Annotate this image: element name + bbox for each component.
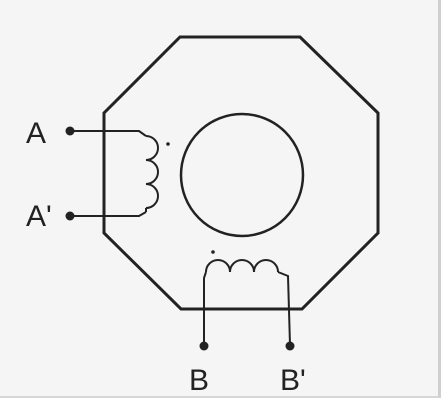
terminal-b-dot — [199, 341, 209, 351]
terminal-b-label: B — [189, 364, 209, 397]
winding-a-coil — [145, 135, 159, 209]
winding-a-lead-top — [70, 130, 147, 137]
winding-a-polarity-dot — [166, 142, 170, 146]
winding-b-coil — [205, 259, 279, 273]
winding-b-lead-right — [277, 271, 291, 346]
winding-a-lead-bottom — [70, 211, 147, 217]
terminal-b-prime-dot — [285, 341, 295, 351]
terminal-a-prime-dot — [65, 211, 75, 221]
terminal-a-prime-label: A' — [26, 200, 52, 233]
terminal-b-prime-label: B' — [280, 364, 306, 397]
stator-octagon — [102, 35, 380, 311]
winding-b-lead-left — [203, 271, 207, 345]
terminal-a-label: A — [26, 117, 46, 150]
rotor-circle — [179, 112, 305, 238]
winding-b-polarity-dot — [211, 250, 215, 254]
terminal-a-dot — [65, 126, 75, 136]
